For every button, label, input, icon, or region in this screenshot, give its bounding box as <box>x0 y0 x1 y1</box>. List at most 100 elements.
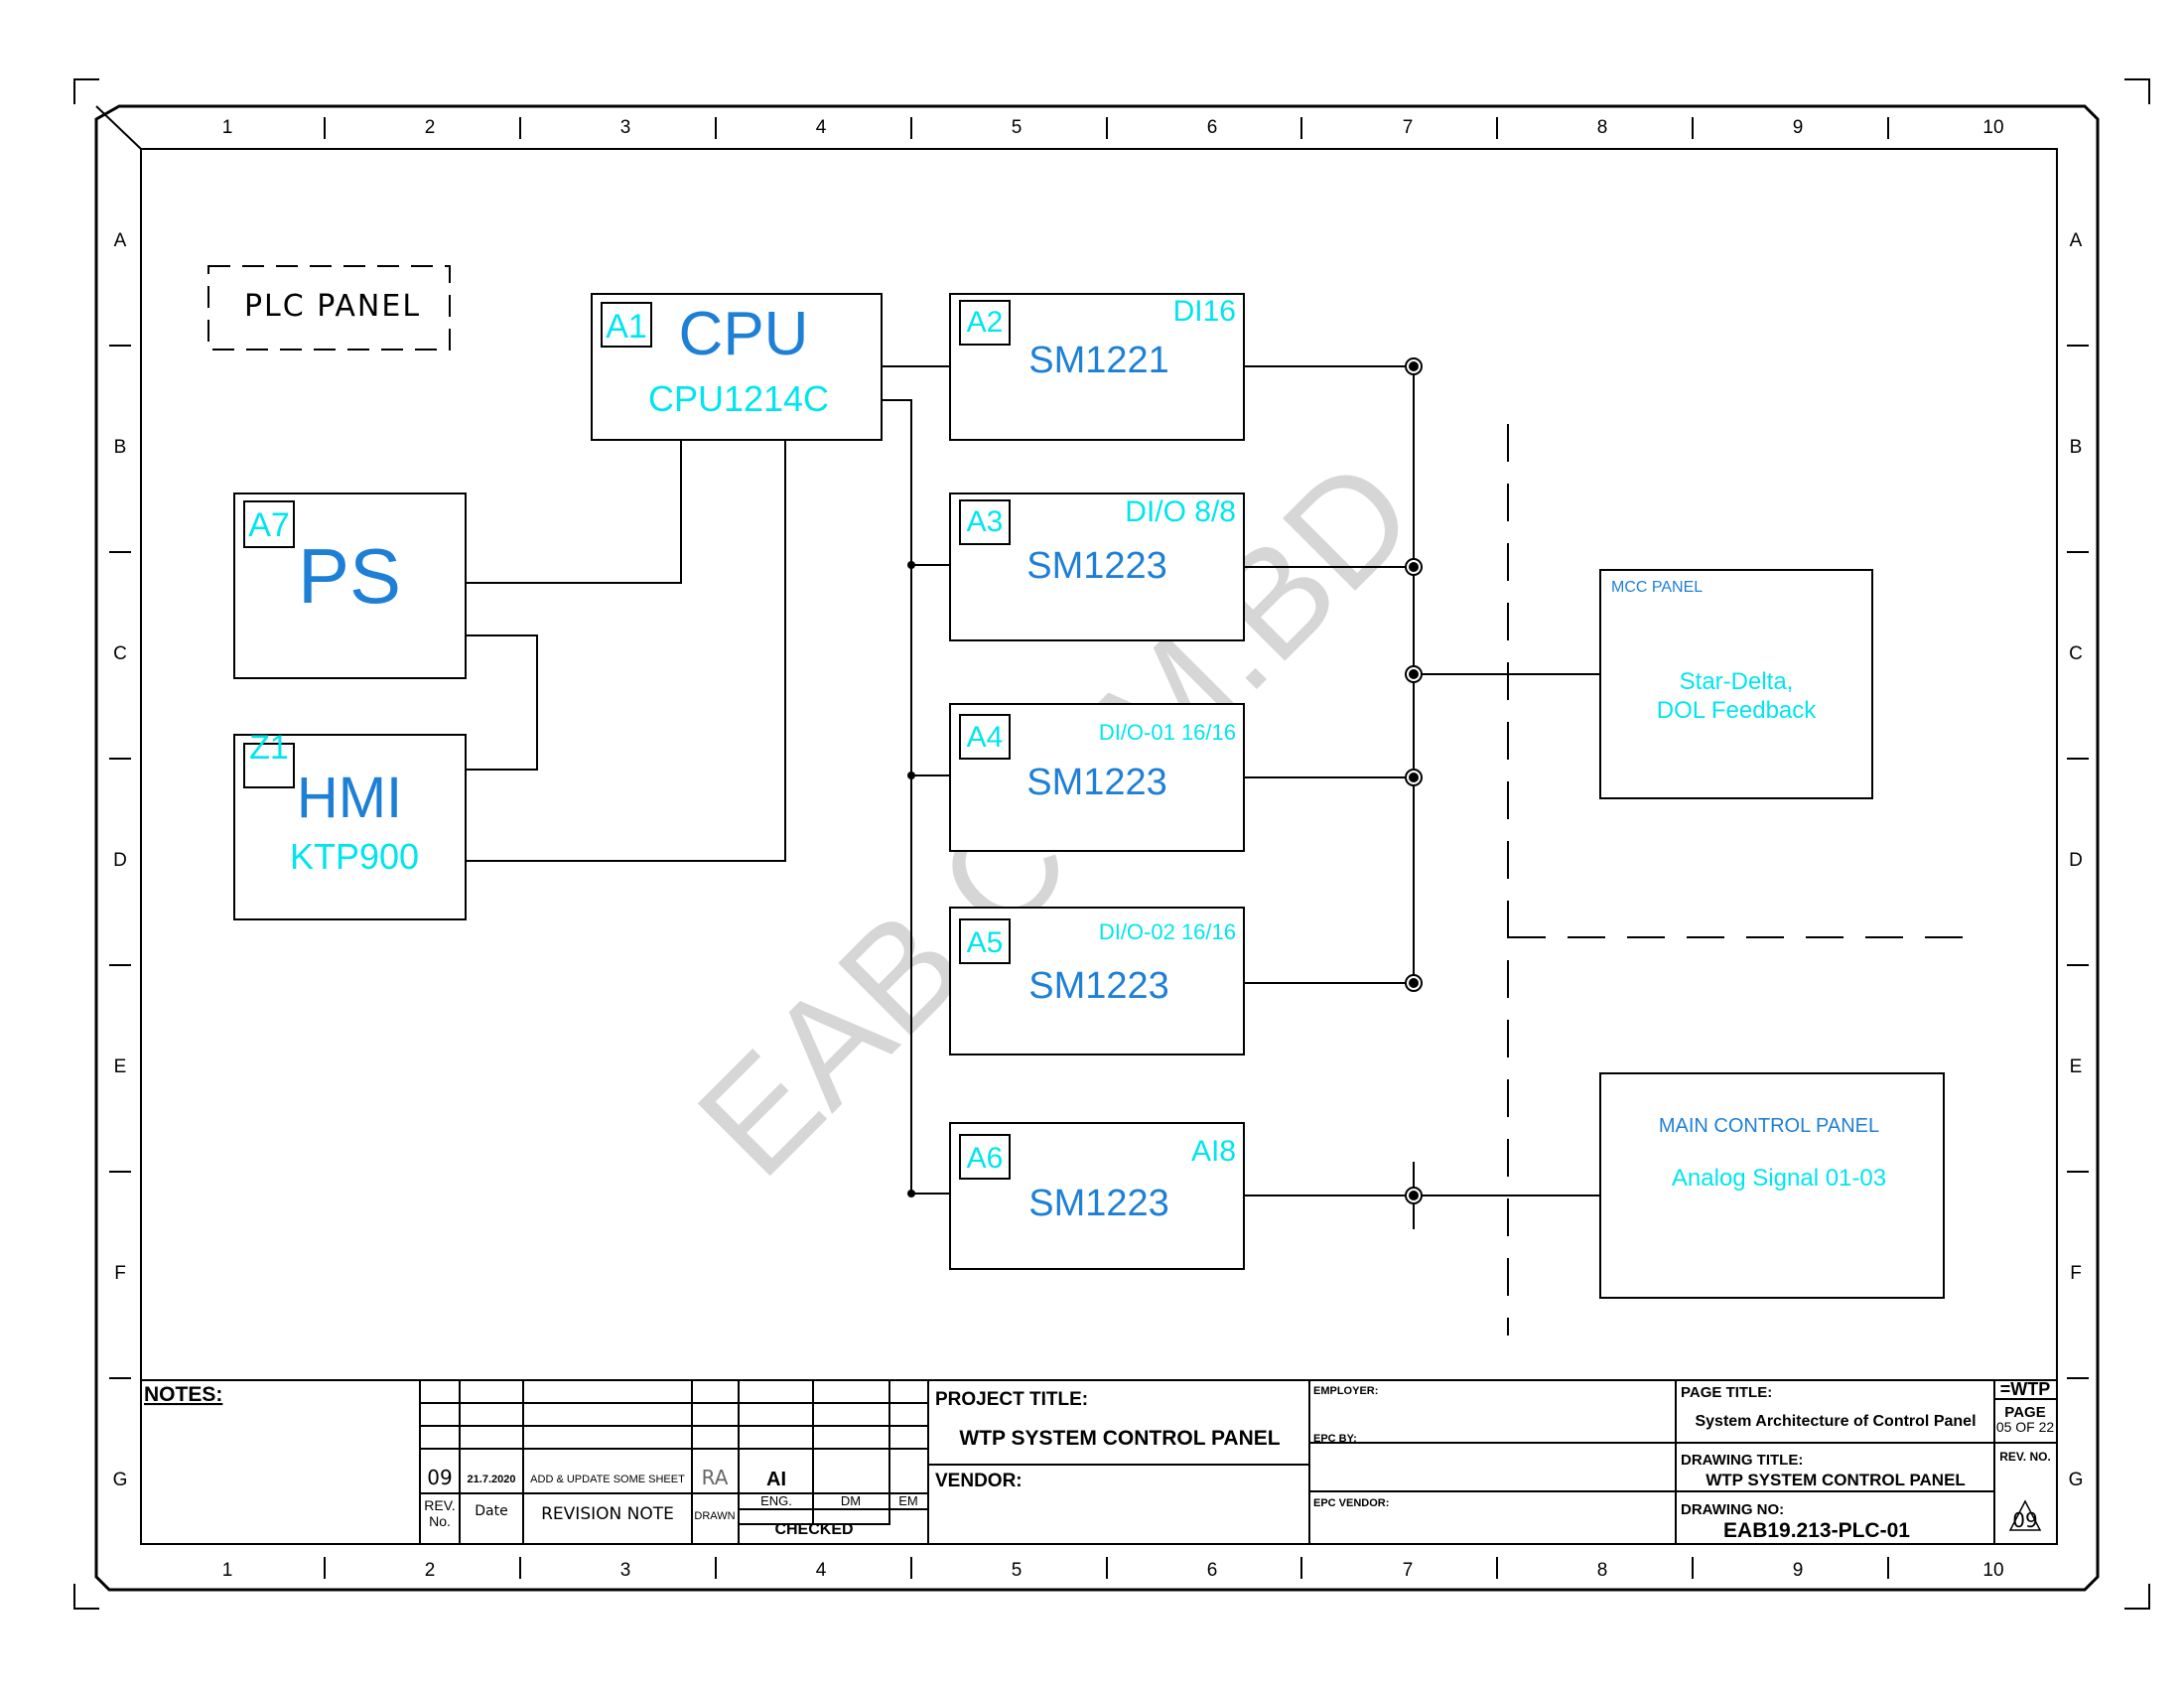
title-block <box>141 1379 2057 1544</box>
row-label-left: C <box>113 643 127 664</box>
module-a5: A5 DI/O-02 16/16 SM1223 <box>949 907 1245 1055</box>
header-dm: DM <box>841 1493 861 1508</box>
a2-io: DI16 <box>1173 295 1236 328</box>
hmi-tag: Z1 <box>249 729 289 767</box>
a2-model: SM1221 <box>1028 340 1169 381</box>
module-a4: A4 DI/O-01 16/16 SM1223 <box>949 703 1245 852</box>
module-a2: A2 DI16 SM1221 <box>949 293 1245 441</box>
col-label-top: 9 <box>1793 117 1804 138</box>
module-a3: A3 DI/O 8/8 SM1223 <box>949 492 1245 641</box>
junction-dot <box>907 772 915 779</box>
title-block-text: NOTES: 09 21.7.2020 ADD & UPDATE SOME SH… <box>144 1379 2054 1542</box>
plc-panel-label: PLC PANEL <box>244 289 421 324</box>
col-label-top: 10 <box>1982 117 2003 138</box>
project-title-label: PROJECT TITLE: <box>935 1389 1088 1410</box>
page-title-label: PAGE TITLE: <box>1681 1384 1772 1401</box>
rev-no-label: REV. NO. <box>1999 1450 2051 1464</box>
row-label-left: F <box>114 1263 126 1284</box>
location-code: =WTP <box>2000 1379 2051 1399</box>
col-label-bottom: 4 <box>816 1560 827 1581</box>
main-control-panel-signal: Analog Signal 01-03 <box>1672 1165 1886 1192</box>
row-label-right: A <box>2070 230 2083 251</box>
header-eng: ENG. <box>760 1493 792 1508</box>
mcc-panel-line2: DOL Feedback <box>1657 697 1818 724</box>
hmi-name: HMI <box>297 766 402 830</box>
col-label-top: 3 <box>620 117 631 138</box>
a4-io: DI/O-01 16/16 <box>1099 720 1236 745</box>
ps-name: PS <box>298 532 401 620</box>
drawing-no-label: DRAWING NO: <box>1681 1501 1784 1518</box>
header-rev-1: REV. <box>424 1497 455 1513</box>
notes-label: NOTES: <box>144 1383 222 1406</box>
col-label-bottom: 7 <box>1403 1560 1414 1581</box>
rev-value: 09 <box>427 1466 452 1489</box>
a2-tag: A2 <box>967 306 1004 339</box>
mcc-panel-line1: Star-Delta, <box>1680 668 1794 695</box>
crop-marks <box>73 78 2150 1610</box>
col-label-top: 2 <box>425 117 436 138</box>
col-label-bottom: 10 <box>1982 1560 2003 1581</box>
row-label-right: B <box>2070 437 2083 458</box>
a6-io: AI8 <box>1191 1135 1236 1168</box>
ps-tag: A7 <box>248 506 290 544</box>
col-label-bottom: 6 <box>1207 1560 1218 1581</box>
row-label-left: D <box>113 850 127 871</box>
drawing-title: WTP SYSTEM CONTROL PANEL <box>1706 1471 1966 1489</box>
a5-model: SM1223 <box>1028 965 1169 1007</box>
plc-panel-label-frame <box>207 265 451 351</box>
cpu-module: A1 CPU CPU1214C <box>591 293 883 441</box>
row-label-left: B <box>114 437 127 458</box>
outer-frame <box>94 104 2100 1592</box>
row-label-right: C <box>2069 643 2083 664</box>
row-label-right: D <box>2069 850 2083 871</box>
col-label-bottom: 1 <box>222 1560 233 1581</box>
header-checked: CHECKED <box>774 1521 853 1538</box>
a3-io: DI/O 8/8 <box>1125 495 1236 528</box>
hmi-model: KTP900 <box>290 836 419 877</box>
a4-tag: A4 <box>967 721 1004 754</box>
hmi-module: Z1 HMI KTP900 <box>233 729 467 920</box>
terminal-nodes <box>1405 357 1423 1204</box>
bus-nodes <box>907 561 915 1197</box>
project-title: WTP SYSTEM CONTROL PANEL <box>959 1427 1280 1450</box>
drawing-title-label: DRAWING TITLE: <box>1681 1452 1803 1469</box>
rev-note: ADD & UPDATE SOME SHEET <box>530 1474 685 1485</box>
row-label-left: A <box>114 230 127 251</box>
ps-module: A7 PS <box>233 492 467 679</box>
page-label: PAGE <box>2004 1404 2045 1421</box>
row-label-right: F <box>2070 1263 2082 1284</box>
header-date: Date <box>475 1503 507 1519</box>
page-of: 05 OF 22 <box>1996 1419 2055 1435</box>
cpu-tag: A1 <box>606 308 647 346</box>
col-label-top: 8 <box>1597 117 1608 138</box>
header-rev-2: No. <box>429 1513 451 1529</box>
main-control-panel: MAIN CONTROL PANEL Analog Signal 01-03 <box>1599 1072 1945 1299</box>
junction-dot <box>907 561 915 569</box>
employer-label: EMPLOYER: <box>1313 1385 1378 1397</box>
grid-markers <box>109 117 2089 1579</box>
col-label-top: 4 <box>816 117 827 138</box>
grid-labels: 1 2 3 4 5 6 7 8 9 10 1 2 3 4 5 6 7 8 9 1… <box>113 117 2084 1581</box>
col-label-bottom: 2 <box>425 1560 436 1581</box>
col-label-top: 6 <box>1207 117 1218 138</box>
a5-io: DI/O-02 16/16 <box>1099 919 1236 944</box>
page-title: System Architecture of Control Panel <box>1695 1413 1976 1430</box>
vendor-label: VENDOR: <box>935 1471 1023 1491</box>
drawing-no: EAB19.213-PLC-01 <box>1723 1519 1910 1542</box>
header-drawn: DRAWN <box>694 1510 735 1522</box>
col-label-bottom: 8 <box>1597 1560 1608 1581</box>
cpu-name: CPU <box>679 300 809 368</box>
col-label-top: 1 <box>222 117 233 138</box>
row-label-left: E <box>114 1056 127 1077</box>
a3-model: SM1223 <box>1026 545 1167 587</box>
rev-drawn: RA <box>702 1466 729 1489</box>
row-label-right: G <box>2069 1470 2084 1490</box>
main-control-panel-title: MAIN CONTROL PANEL <box>1659 1115 1879 1137</box>
mcc-panel: MCC PANEL Star-Delta, DOL Feedback <box>1599 569 1873 799</box>
col-label-top: 7 <box>1403 117 1414 138</box>
a4-model: SM1223 <box>1026 762 1167 803</box>
rev-eng: AI <box>766 1469 786 1490</box>
a6-model: SM1223 <box>1028 1183 1169 1224</box>
col-label-top: 5 <box>1012 117 1023 138</box>
